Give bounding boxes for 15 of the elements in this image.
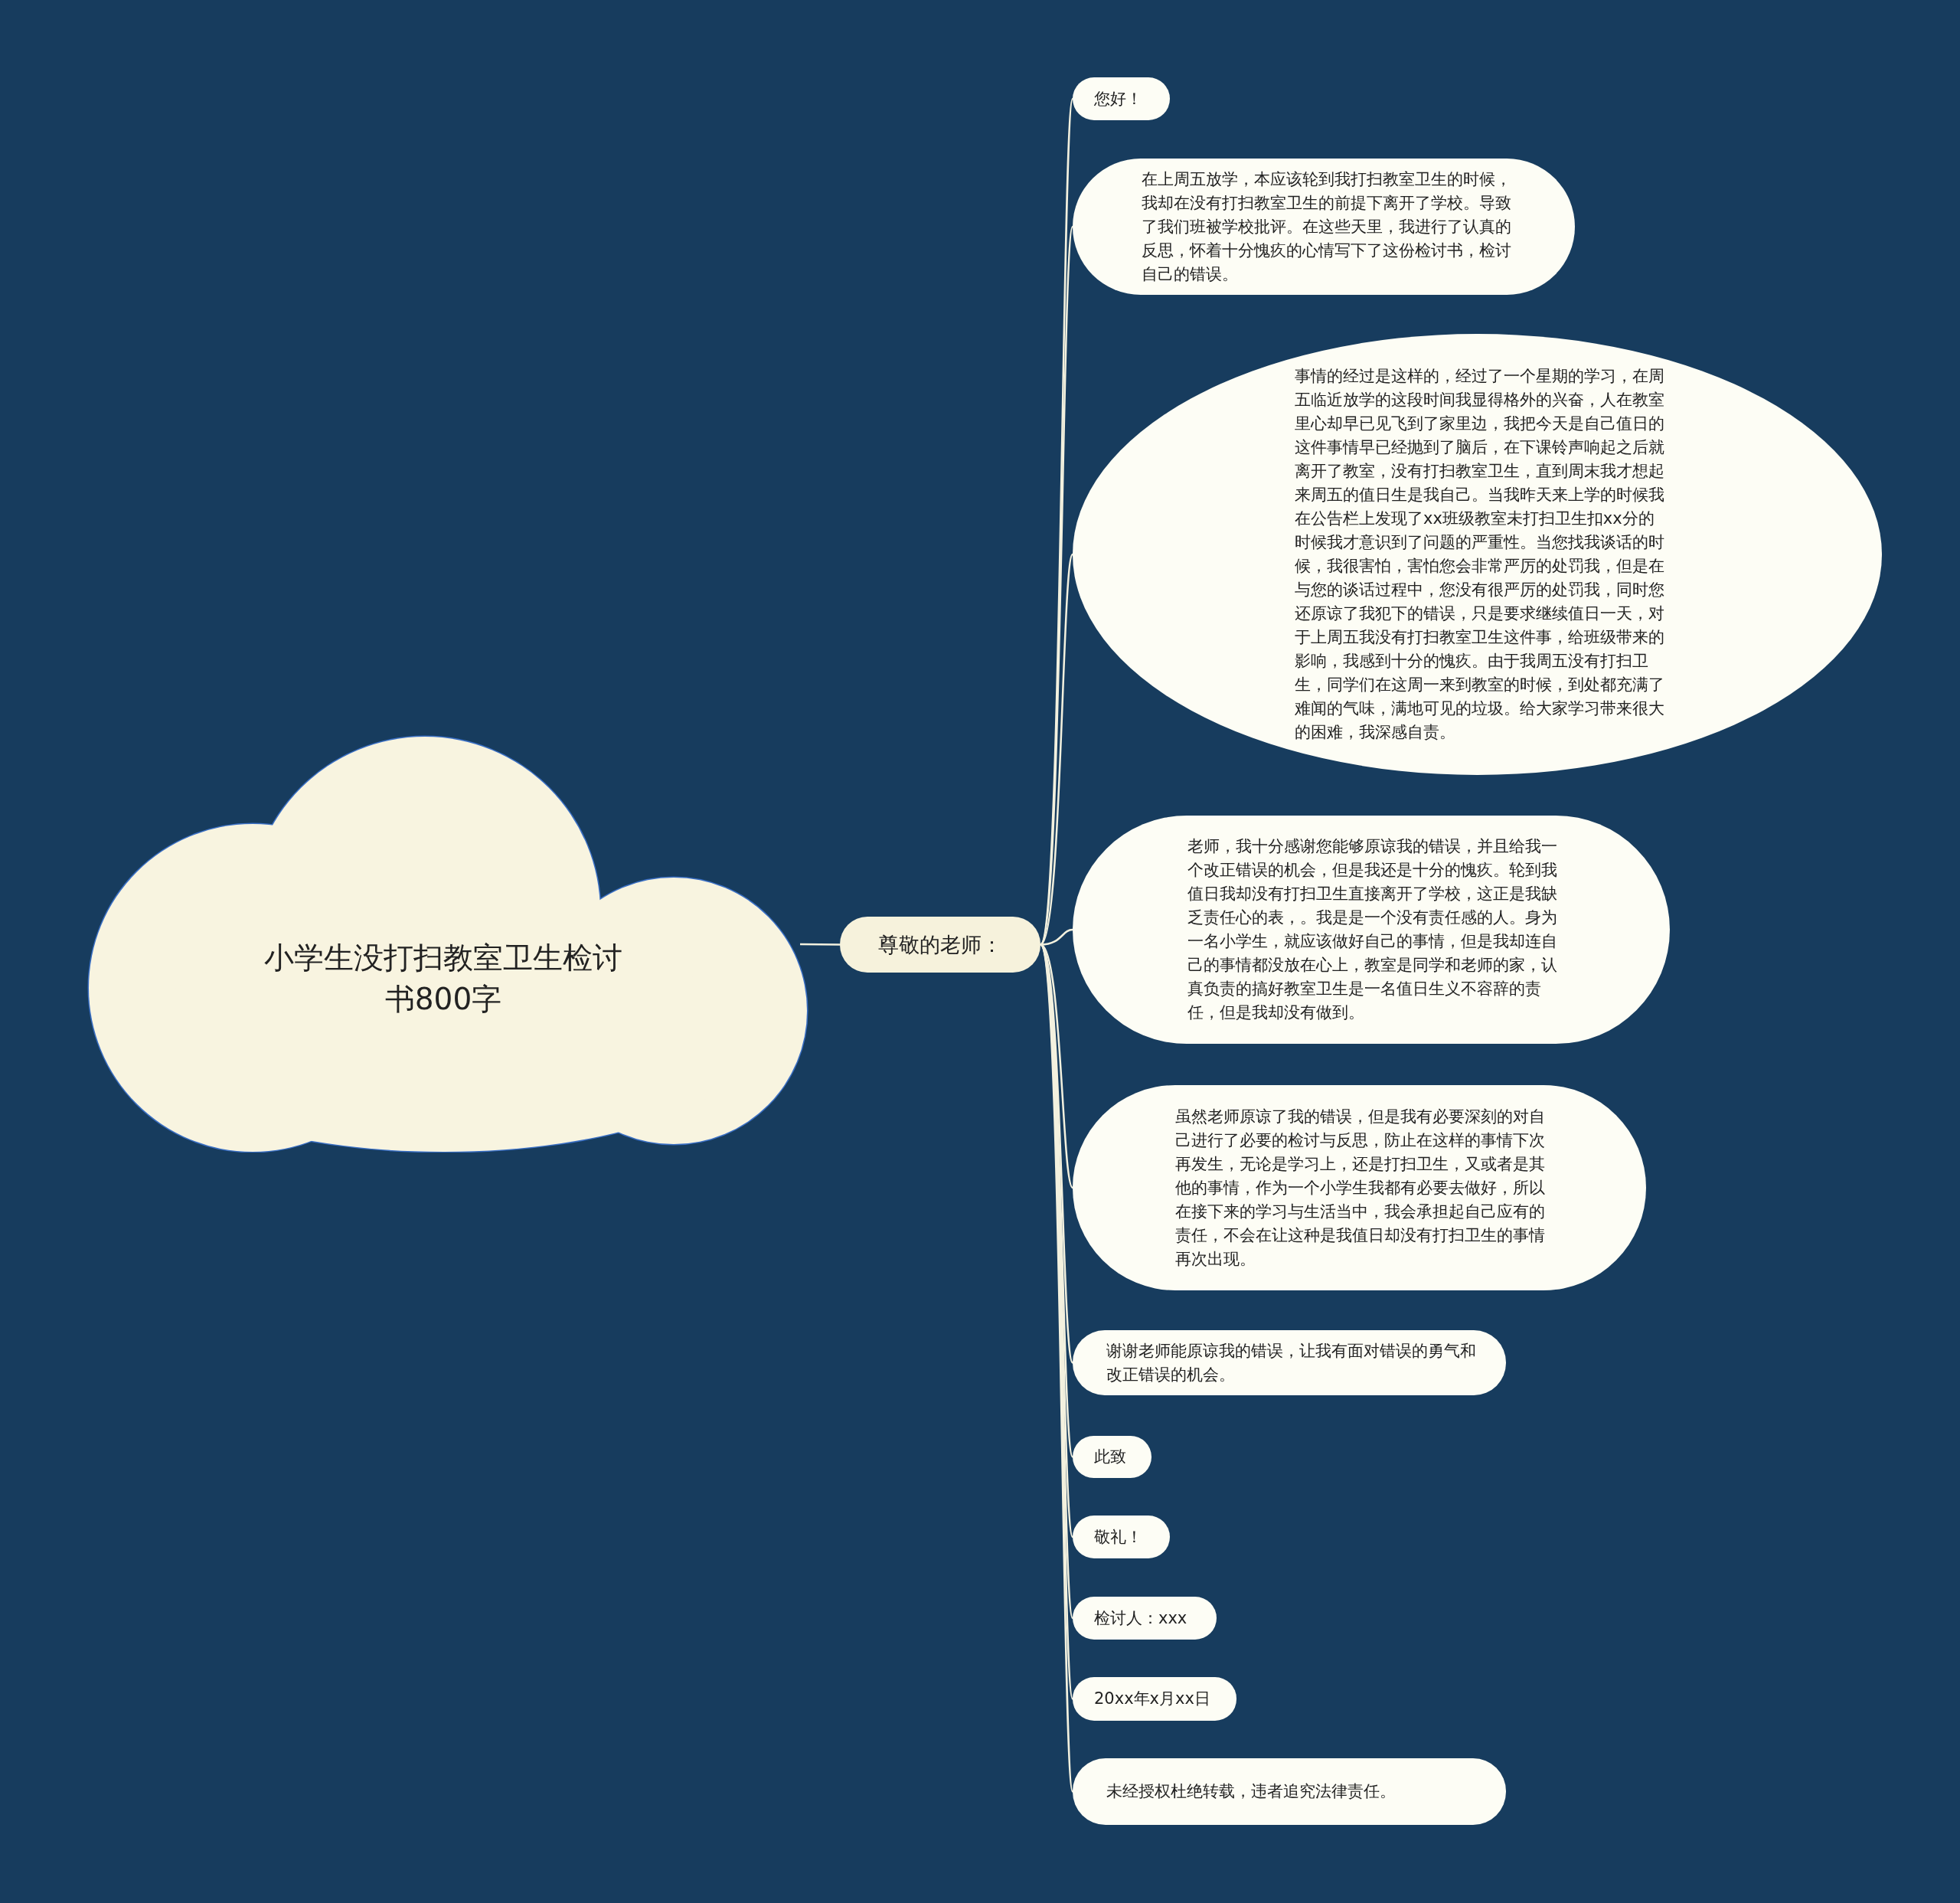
- branch-box: 尊敬的老师：: [840, 917, 1040, 973]
- connector: [800, 943, 840, 946]
- topic-box: 检讨人：xxx: [1073, 1597, 1217, 1640]
- topic-box: 谢谢老师能原谅我的错误，让我有面对错误的勇气和改正错误的机会。: [1073, 1330, 1506, 1395]
- topic-box: 敬礼！: [1073, 1516, 1170, 1558]
- topic-box: 您好！: [1073, 77, 1170, 120]
- topic-title: 小学生没打扫教室卫生检讨书800字: [263, 939, 623, 1018]
- topic-box: 老师，我十分感谢您能够原谅我的错误，并且给我一个改正错误的机会，但是我还是十分的愧疚。轮到我值日我却没有打扫卫生直接离开了学校，这正是我缺乏责任心的表，。我是是一个没有责任感的人。身为一名小学生，就应该做好自己的事情，但是我却连自己的事情都没放在心上，教室是同学和老师的家，认真负责的搞好教室卫生是一名值日生义不容辞的责任，但是我却没有做到。: [1073, 816, 1670, 1044]
- topic-box: 事情的经过是这样的，经过了一个星期的学习，在周五临近放学的这段时间我显得格外的兴奋，人在教室里心却早已见飞到了家里边，我把今天是自己值日的这件事情早已经抛到了脑后，在下课铃声响起之后就离开了教室，没有打扫教室卫生，直到周末我才想起来周五的值日生是我自己。当我昨天来上学的时候我在公告栏上发现了xx班级教室未打扫卫生扣xx分的时候我才意识到了问题的严重性。当您找我谈话的时候，我很害怕，害怕您会非常严厉的处罚我，但是在与您的谈话过程中，您没有很严厉的处罚我，同时您还原谅了我犯下的错误，只是要求继续值日一天，对于上周五我没有打扫教室卫生这件事，给班级带来的影响，我感到十分的愧疚。由于我周五没有打扫卫生，同学们在这周一来到教室的时候，到处都充满了难闻的气味，满地可见的垃圾。给大家学习带来很大的困难，我深感自责。: [1073, 334, 1882, 775]
- connector: [1039, 226, 1074, 945]
- topic-box: 未经授权杜绝转载，违者追究法律责任。: [1073, 1758, 1506, 1825]
- topic-box: 20xx年x月xx日: [1073, 1677, 1236, 1721]
- topic-box: 在上周五放学，本应该轮到我打扫教室卫生的时候，我却在没有打扫教室卫生的前提下离开了学校。导致了我们班被学校批评。在这些天里，我进行了认真的反思，怀着十分愧疚的心情写下了这份检讨书，检讨自己的错误。: [1073, 159, 1575, 295]
- topic-box: 此致: [1073, 1436, 1152, 1478]
- topic-box: 虽然老师原谅了我的错误，但是我有必要深刻的对自己进行了必要的检讨与反思，防止在这样的事情下次再发生，无论是学习上，还是打扫卫生，又或者是其他的事情，作为一个小学生我都有必要去做好，所以在接下来的学习与生活当中，我会承担起自己应有的责任，不会在让这种是我值日却没有打扫卫生的事情再次出现。: [1073, 1085, 1646, 1290]
